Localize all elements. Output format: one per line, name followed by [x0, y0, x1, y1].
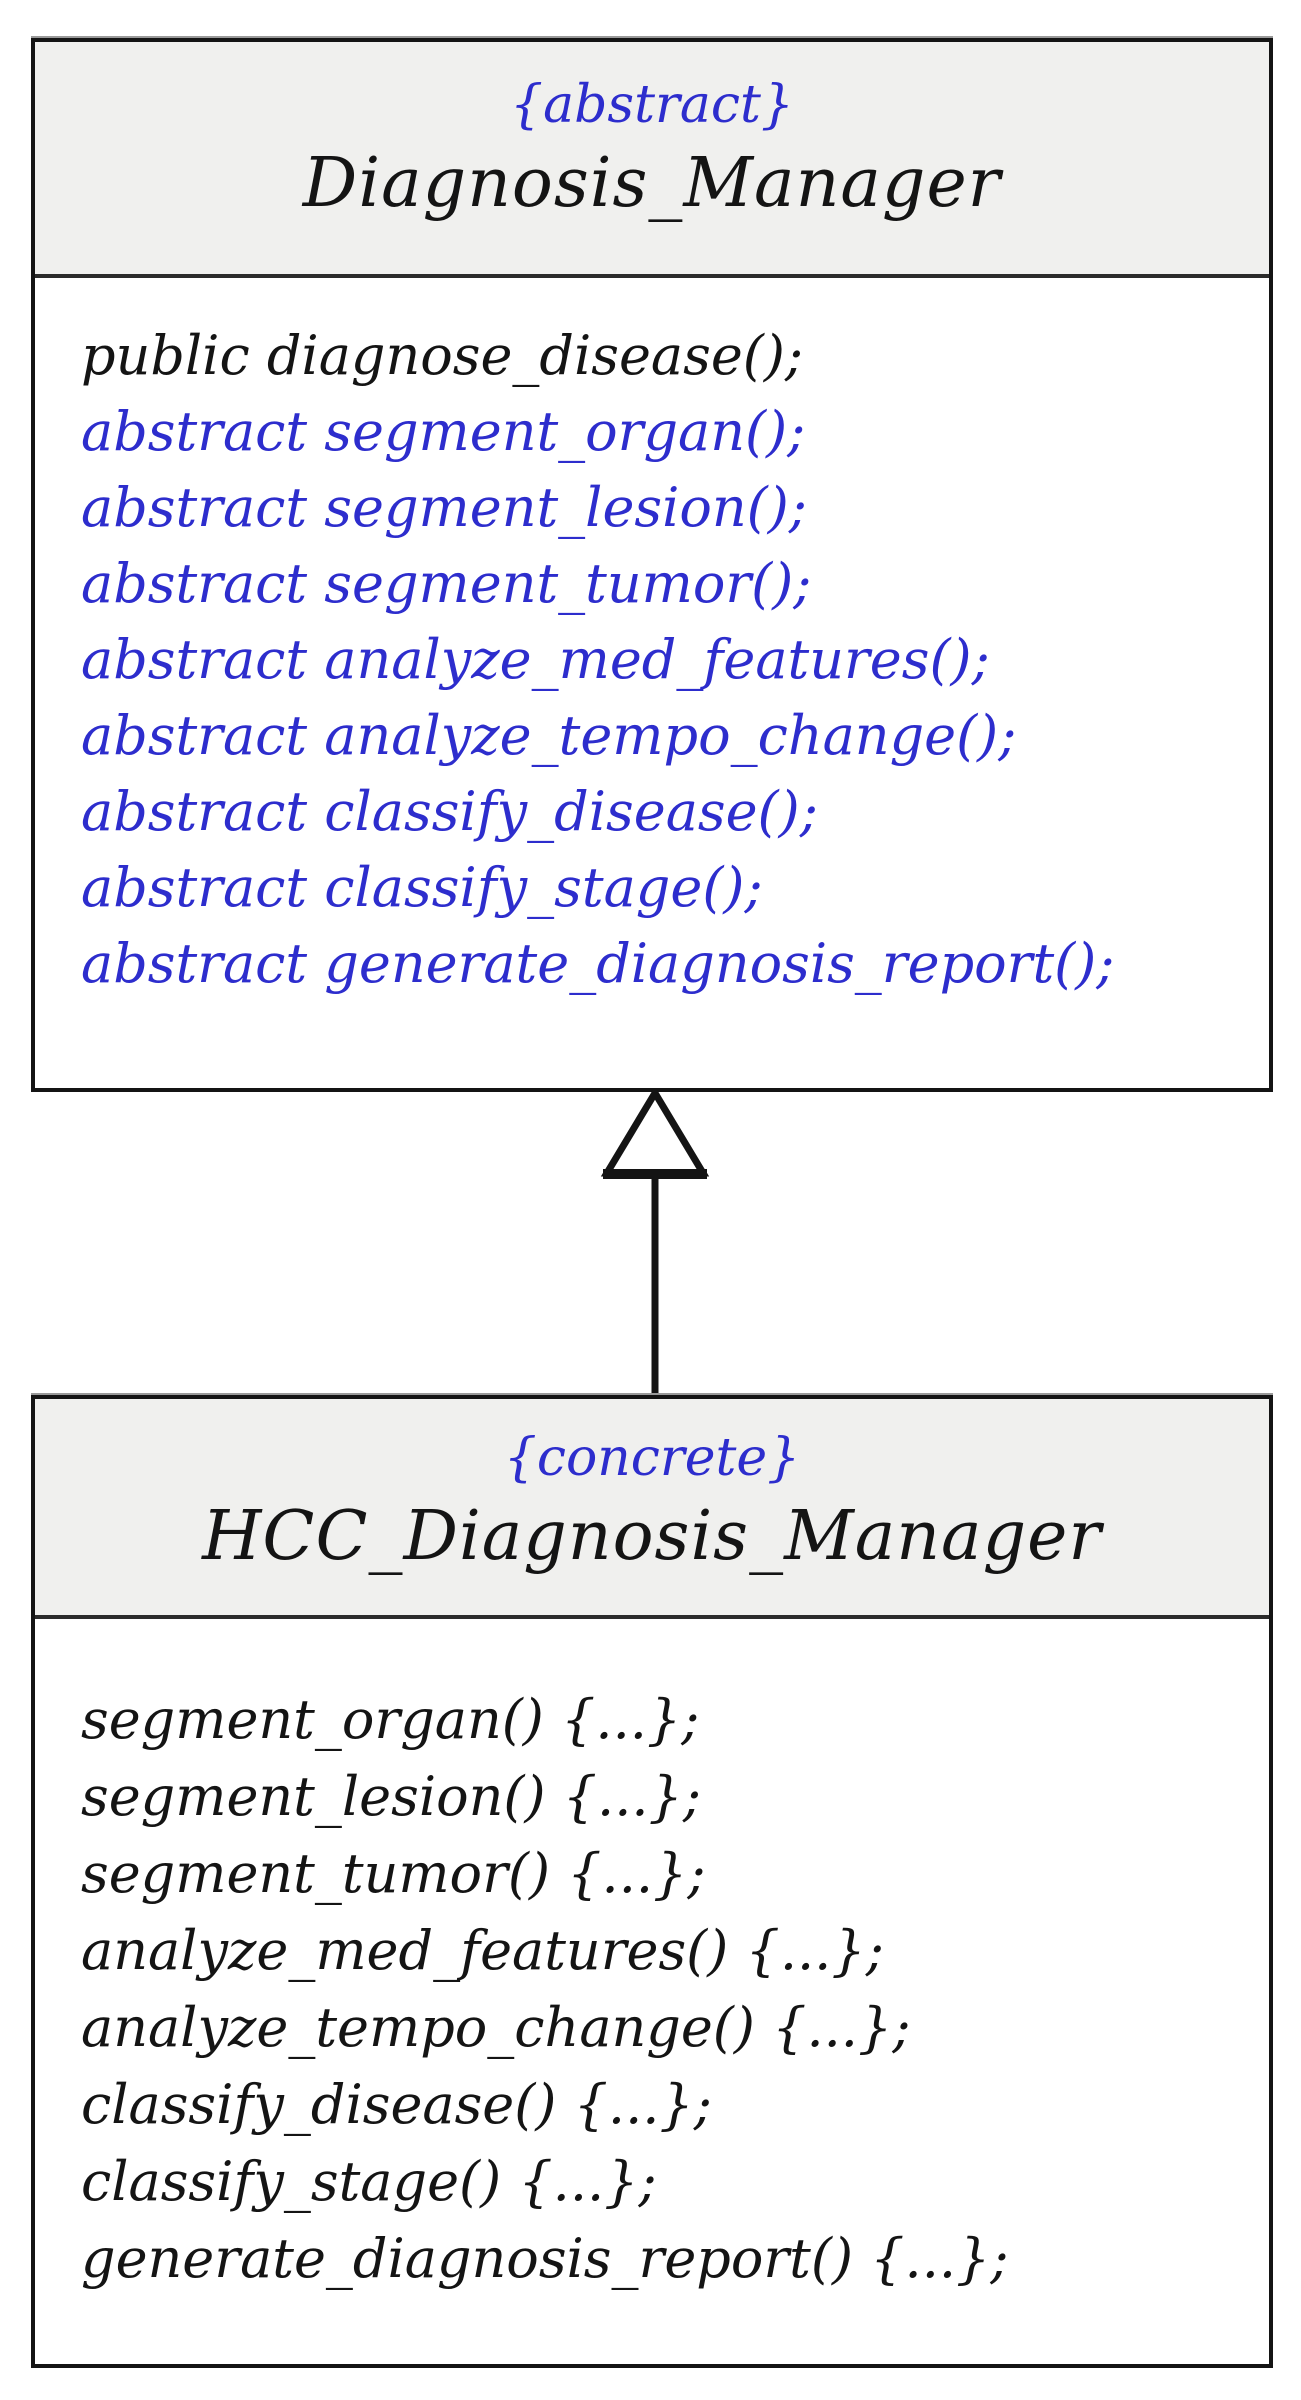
method-text: segment_organ() {...}; — [81, 1688, 700, 1751]
method-text: classify_stage() {...}; — [81, 2150, 657, 2213]
parent-class-name: Diagnosis_Manager — [302, 144, 1002, 223]
method-text: public diagnose_disease(); — [81, 324, 804, 387]
method-row: generate_diagnosis_report() {...}; — [81, 2220, 1251, 2297]
parent-stereotype-label: {abstract} — [510, 75, 794, 135]
method-row: abstract segment_lesion(); — [81, 470, 1251, 546]
child-class-name: HCC_Diagnosis_Manager — [202, 1497, 1102, 1576]
method-row: segment_tumor() {...}; — [81, 1835, 1251, 1912]
method-row: abstract segment_tumor(); — [81, 546, 1251, 622]
method-row: segment_organ() {...}; — [81, 1681, 1251, 1758]
method-text: classify_disease() {...}; — [81, 2073, 712, 2136]
method-text: generate_diagnosis_report() {...}; — [81, 2227, 1009, 2290]
parent-class-header: {abstract} Diagnosis_Manager — [35, 42, 1269, 278]
method-row: abstract analyze_tempo_change(); — [81, 698, 1251, 774]
method-text: abstract classify_disease(); — [81, 780, 818, 843]
method-row: abstract classify_disease(); — [81, 774, 1251, 850]
parent-methods-list: public diagnose_disease(); abstract segm… — [35, 278, 1269, 1002]
inheritance-arrow — [600, 1088, 710, 1400]
method-row: abstract classify_stage(); — [81, 850, 1251, 926]
method-text: abstract classify_stage(); — [81, 856, 763, 919]
method-row: classify_disease() {...}; — [81, 2066, 1251, 2143]
method-text: segment_tumor() {...}; — [81, 1842, 706, 1905]
method-text: abstract generate_diagnosis_report(); — [81, 932, 1115, 995]
child-stereotype-label: {concrete} — [503, 1428, 801, 1488]
method-row: classify_stage() {...}; — [81, 2143, 1251, 2220]
method-text: segment_lesion() {...}; — [81, 1765, 702, 1828]
child-methods-list: segment_organ() {...}; segment_lesion() … — [35, 1619, 1269, 2297]
triangle-arrowhead-icon — [600, 1088, 710, 1177]
child-class-box: {concrete} HCC_Diagnosis_Manager segment… — [31, 1395, 1273, 2368]
method-row: public diagnose_disease(); — [81, 318, 1251, 394]
parent-class-box: {abstract} Diagnosis_Manager public diag… — [31, 38, 1273, 1092]
method-text: abstract segment_lesion(); — [81, 476, 807, 539]
method-text: analyze_med_features() {...}; — [81, 1919, 884, 1982]
method-row: abstract segment_organ(); — [81, 394, 1251, 470]
method-text: abstract segment_tumor(); — [81, 552, 812, 615]
method-row: segment_lesion() {...}; — [81, 1758, 1251, 1835]
child-class-header: {concrete} HCC_Diagnosis_Manager — [35, 1399, 1269, 1619]
method-row: abstract generate_diagnosis_report(); — [81, 926, 1251, 1002]
method-text: abstract analyze_med_features(); — [81, 628, 990, 691]
method-text: analyze_tempo_change() {...}; — [81, 1996, 911, 2059]
method-row: analyze_tempo_change() {...}; — [81, 1989, 1251, 2066]
method-text: abstract segment_organ(); — [81, 400, 806, 463]
method-text: abstract analyze_tempo_change(); — [81, 704, 1017, 767]
method-row: analyze_med_features() {...}; — [81, 1912, 1251, 1989]
method-row: abstract analyze_med_features(); — [81, 622, 1251, 698]
